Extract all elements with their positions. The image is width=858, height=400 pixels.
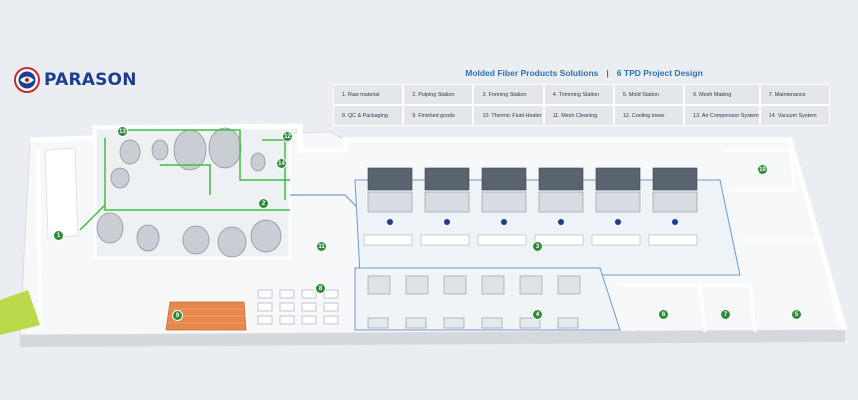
qc-table [323, 315, 339, 325]
marker-8: 8 [315, 283, 326, 294]
qc-table [279, 302, 295, 312]
legend-item: 4. Trimming Station [544, 85, 613, 104]
header-separator: | [606, 68, 609, 78]
marker-12: 12 [282, 131, 293, 142]
trimming-machine [367, 275, 391, 295]
forming-table [591, 234, 641, 246]
forming-machine-base [652, 191, 698, 213]
forming-table [420, 234, 470, 246]
forming-machine-base [538, 191, 584, 213]
qc-table [257, 315, 273, 325]
forming-table [648, 234, 698, 246]
marker-4: 4 [532, 309, 543, 320]
qc-table [323, 302, 339, 312]
forming-table [363, 234, 413, 246]
trimming-press [443, 317, 465, 329]
marker-6: 6 [658, 309, 669, 320]
qc-table [301, 289, 317, 299]
forming-machine-top [424, 167, 470, 191]
forming-machine-top [652, 167, 698, 191]
marker-7: 7 [720, 309, 731, 320]
qc-table [257, 289, 273, 299]
marker-9: 9 [172, 310, 183, 321]
operator [501, 219, 507, 225]
marker-14: 14 [276, 158, 287, 169]
legend-item: 12. Cooling tower [614, 106, 684, 125]
qc-table [257, 302, 273, 312]
qc-table [279, 315, 295, 325]
tank-group [96, 127, 282, 258]
trimming-machine [443, 275, 467, 295]
trimming-press [557, 317, 579, 329]
operator [672, 219, 678, 225]
marker-11: 11 [316, 241, 327, 252]
legend-item: 9. Finished goods [404, 106, 473, 125]
trimming-press [481, 317, 503, 329]
marker-3: 3 [532, 241, 543, 252]
legend-item: 8. QC & Packaging [334, 106, 403, 125]
legend-item: 10. Thermic Fluid Heater [474, 106, 543, 125]
operator [558, 219, 564, 225]
qc-table [323, 289, 339, 299]
qc-tables [257, 289, 339, 325]
forming-machine-top [367, 167, 413, 191]
forming-machine-top [538, 167, 584, 191]
pulp-line [290, 194, 361, 211]
brand-logo: PARASON [14, 66, 137, 94]
legend-item: 2. Pulping Station [404, 85, 473, 104]
marker-5: 5 [791, 309, 802, 320]
marker-10: 10 [757, 164, 768, 175]
qc-table [301, 315, 317, 325]
legend-item: 7. Maintenance [760, 85, 829, 104]
trimming-machine [405, 275, 429, 295]
legend-item: 14. Vacuum System [760, 106, 829, 125]
entrance-ramp [0, 290, 40, 335]
inner-wall-left [36, 149, 42, 331]
diagram-header: Molded Fiber Products Solutions | 6 TPD Pr… [336, 68, 832, 78]
forming-machine-top [595, 167, 641, 191]
marker-1: 1 [53, 230, 64, 241]
trimming-machine [481, 275, 505, 295]
floor-edge [20, 330, 845, 347]
header-project: 6 TPD Project Design [616, 68, 703, 78]
right-rooms [620, 148, 842, 333]
legend-item: 1. Raw material [334, 85, 403, 104]
legend-item: 13. Air Compressor System [685, 106, 759, 125]
trimming-press [519, 317, 541, 329]
legend-item: 11. Mesh Cleaning [544, 106, 613, 125]
marker-2: 2 [258, 198, 269, 209]
brand-name: PARASON [44, 70, 137, 90]
forming-machine-top [481, 167, 527, 191]
parason-emblem-icon [14, 67, 40, 93]
trimming-press [367, 317, 389, 329]
trimming-press [405, 317, 427, 329]
operator [387, 219, 393, 225]
header-subtitle: Molded Fiber Products Solutions [465, 68, 599, 78]
trimming-machine [557, 275, 581, 295]
legend-item: 3. Forming Station [474, 85, 543, 104]
qc-table [301, 302, 317, 312]
trimming-machines [367, 275, 581, 329]
operator [615, 219, 621, 225]
legend-item: 6. Mesh Making [685, 85, 759, 104]
forming-machines [363, 167, 698, 246]
forming-machine-base [481, 191, 527, 213]
marker-13: 13 [117, 126, 128, 137]
legend-item: 5. Mold Station [614, 85, 684, 104]
forming-table [534, 234, 584, 246]
qc-table [279, 289, 295, 299]
station-legend: 1. Raw material 2. Pulping Station 3. Fo… [333, 84, 830, 126]
forming-machine-base [367, 191, 413, 213]
operator [444, 219, 450, 225]
forming-table [477, 234, 527, 246]
forming-machine-base [595, 191, 641, 213]
pipe-network [79, 129, 290, 231]
forming-machine-base [424, 191, 470, 213]
trimming-machine [519, 275, 543, 295]
left-platform [44, 147, 79, 239]
